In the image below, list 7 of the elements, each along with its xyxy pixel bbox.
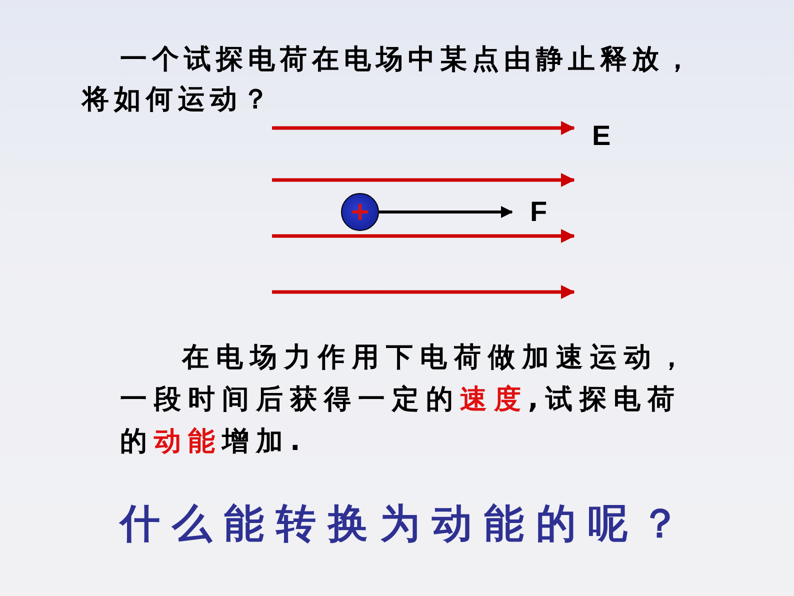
explanation-text: 在电场力作用下电荷做加速运动，一段时间后获得一定的速度,试探电荷的动能增加.: [120, 341, 693, 459]
question-heading: 什么能转换为动能的呢？: [120, 500, 693, 549]
field-label: E: [592, 120, 611, 152]
charge-ball: +: [341, 193, 379, 231]
force-arrow: [379, 206, 513, 218]
force-label: F: [530, 197, 548, 227]
question-text: 一个试探电荷在电场中某点由静止释放，将如何运动？: [82, 43, 697, 117]
